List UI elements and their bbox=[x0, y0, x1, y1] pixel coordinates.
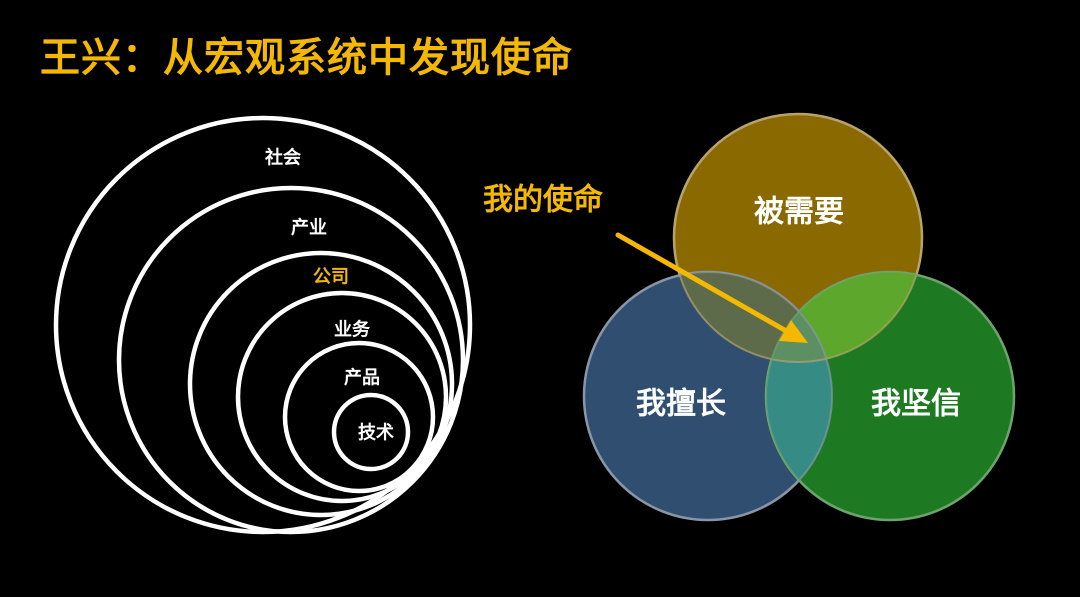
ring-company bbox=[187, 250, 455, 518]
ring-society bbox=[53, 115, 473, 535]
venn-overlap-needed-good-at bbox=[674, 272, 832, 362]
mission-callout: 我的使命 bbox=[483, 183, 808, 343]
callout-label: 我的使命 bbox=[483, 183, 604, 218]
ring-label-product: 产品 bbox=[344, 367, 380, 389]
arrow-icon bbox=[615, 232, 808, 343]
ring-business bbox=[235, 290, 449, 504]
ring-technology bbox=[331, 392, 411, 472]
ring-label-company: 公司 bbox=[313, 267, 349, 288]
venn-overlap-needed-believe bbox=[766, 272, 922, 362]
ring-label-business: 业务 bbox=[334, 319, 371, 341]
venn-outline-believe bbox=[765, 271, 1015, 521]
ring-label-technology: 技术 bbox=[358, 422, 394, 444]
venn-label-good-at: 我擅长 bbox=[636, 387, 726, 422]
venn-label-needed: 被需要 bbox=[754, 195, 844, 230]
ring-industry bbox=[116, 185, 466, 535]
venn-diagram: 被需要 我擅长 我坚信 bbox=[582, 112, 1016, 522]
venn-label-believe: 我坚信 bbox=[871, 387, 961, 422]
venn-outline-needed bbox=[673, 113, 923, 363]
nested-circles-diagram: 社会 产业 公司 业务 产品 技术 bbox=[53, 115, 473, 535]
ring-product bbox=[282, 340, 436, 494]
ring-label-industry: 产业 bbox=[291, 217, 327, 239]
ring-label-society: 社会 bbox=[265, 147, 301, 169]
page-title: 王兴：从宏观系统中发现使命 bbox=[40, 35, 573, 81]
venn-outline-good-at bbox=[583, 271, 833, 521]
